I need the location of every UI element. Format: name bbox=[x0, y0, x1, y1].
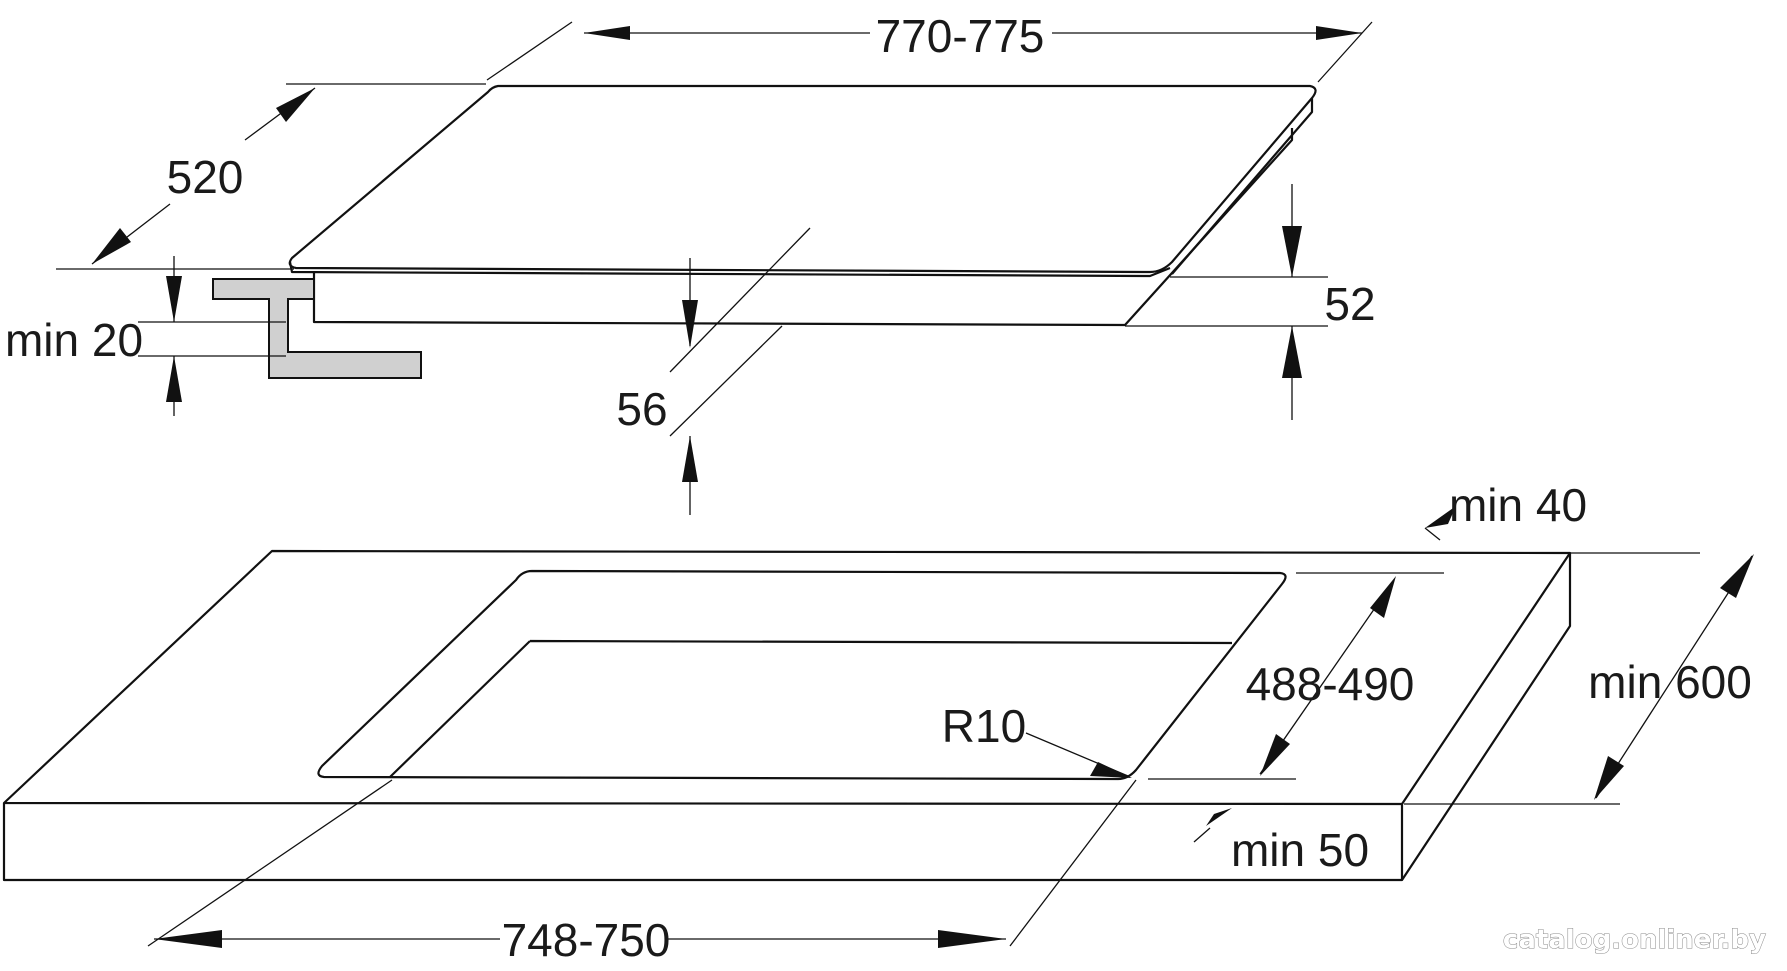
dim-cutout-depth: 488-490 bbox=[1246, 658, 1415, 710]
worktop-right-face bbox=[1401, 553, 1572, 881]
hob-glass-top bbox=[288, 84, 1317, 274]
dim-cutout-width: 748-750 bbox=[502, 914, 671, 966]
dim-worktop-thickness: min 20 bbox=[5, 314, 143, 366]
dim-cutout-back-margin: min 40 bbox=[1449, 479, 1587, 531]
worktop-drawing: min 40 488-490 min 600 R10 min 50 748-75… bbox=[2, 479, 1754, 966]
worktop-cutout bbox=[317, 569, 1287, 781]
watermark: catalog.onliner.by bbox=[1503, 925, 1766, 955]
dim-cutout-front-margin: min 50 bbox=[1231, 824, 1369, 876]
hob-drawing: 770-775 520 52 56 min 20 bbox=[5, 10, 1376, 515]
dim-hob-inner-height: 56 bbox=[616, 383, 667, 435]
hob-glass-edge bbox=[288, 261, 1171, 278]
worktop-front-face bbox=[2, 803, 1404, 882]
dim-worktop-depth: min 600 bbox=[1588, 656, 1752, 708]
hob-body bbox=[312, 128, 1294, 327]
worktop-cutout-inner bbox=[389, 639, 1233, 778]
worktop-bracket-section bbox=[212, 278, 422, 379]
dim-hob-depth: 520 bbox=[167, 151, 244, 203]
dim-hob-height: 52 bbox=[1324, 278, 1375, 330]
dim-corner-radius: R10 bbox=[942, 700, 1026, 752]
dim-hob-width: 770-775 bbox=[876, 10, 1045, 62]
